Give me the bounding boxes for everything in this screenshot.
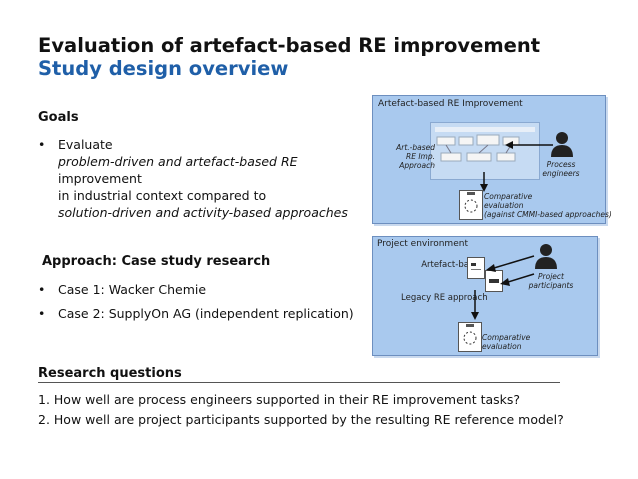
goals-list: • Evaluate problem-driven and artefact-b…	[38, 136, 368, 221]
goals-heading: Goals	[38, 110, 79, 125]
page-subtitle: Study design overview	[38, 57, 289, 80]
research-question-1: 1. How well are process engineers suppor…	[38, 392, 521, 407]
arrow-icon	[505, 141, 553, 149]
goal-text-line4: solution-driven and activity-based appro…	[58, 205, 348, 220]
research-heading: Research questions	[38, 366, 182, 381]
comparative-evaluation-label: Comparative evaluation (against CMMI-bas…	[484, 192, 612, 219]
process-engineers-label: Process engineers	[542, 160, 580, 178]
approach-item-1: Case 1: Wacker Chemie	[58, 282, 207, 297]
arrow-icon	[486, 255, 535, 272]
list-item: • Case 2: SupplyOn AG (independent repli…	[38, 305, 368, 322]
clipboard-icon	[458, 322, 482, 352]
document-icon	[467, 257, 485, 279]
bullet-icon: •	[38, 306, 46, 321]
arrow-icon	[500, 273, 535, 286]
arrow-icon	[480, 172, 488, 192]
clipboard-icon	[459, 190, 483, 220]
person-icon	[551, 131, 573, 157]
person-icon	[535, 243, 557, 269]
legacy-re-approach-label: Legacy RE approach	[401, 293, 488, 303]
research-question-2: 2. How well are project participants sup…	[38, 412, 564, 427]
approach-item-2: Case 2: SupplyOn AG (independent replica…	[58, 306, 354, 321]
panel-title: Artefact-based RE Improvement	[378, 99, 523, 109]
goal-text-line1: Evaluate	[58, 137, 113, 152]
approach-list: • Case 1: Wacker Chemie • Case 2: Supply…	[38, 281, 368, 329]
list-item: • Case 1: Wacker Chemie	[38, 281, 368, 298]
goal-text-line3: in industrial context compared to	[58, 188, 267, 203]
project-participants-label: Project participants	[528, 272, 574, 290]
panel-title: Project environment	[377, 239, 468, 249]
project-environment-panel	[372, 236, 598, 356]
approach-label: Art.-based RE Imp. Approach	[396, 143, 435, 170]
comparative-evaluation-label: Comparative evaluation	[482, 333, 531, 351]
document-icon	[485, 270, 503, 292]
divider	[38, 382, 560, 383]
screenshot-thumbnail-icon	[435, 127, 535, 162]
bullet-icon: •	[38, 137, 46, 152]
list-item: • Evaluate problem-driven and artefact-b…	[38, 136, 368, 221]
bullet-icon: •	[38, 282, 46, 297]
arrow-icon	[471, 290, 479, 320]
page-title: Evaluation of artefact-based RE improvem…	[38, 34, 541, 57]
goal-text-line2: problem-driven and artefact-based RE imp…	[58, 154, 298, 186]
approach-heading: Approach: Case study research	[42, 254, 271, 269]
